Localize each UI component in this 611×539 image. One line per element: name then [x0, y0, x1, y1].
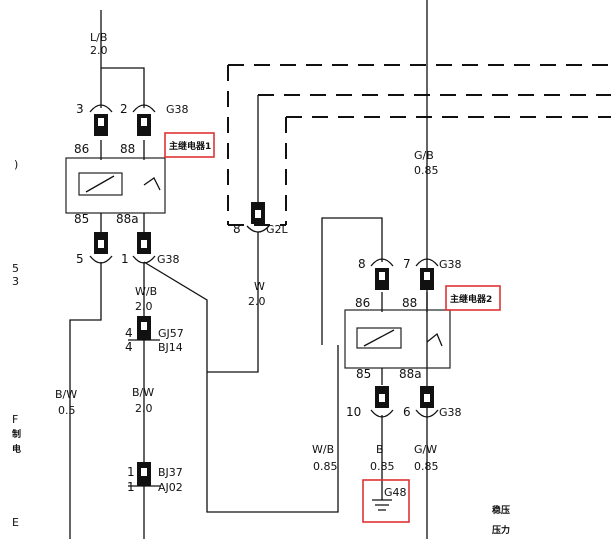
label-bw1: B/W [55, 388, 77, 401]
pin-8-r2: 8 [358, 257, 366, 271]
label-wb2-size: 0.85 [313, 460, 338, 473]
relay1-box [65, 157, 166, 214]
label-b-size: 0.85 [370, 460, 395, 473]
pin-88-r2: 88 [402, 296, 417, 310]
connector-aj02: AJ02 [158, 481, 183, 494]
wire-pin1-cross [143, 261, 339, 513]
terminal-7-r2 [415, 258, 439, 290]
label-lb: L/B [90, 31, 107, 44]
label-lb-size: 2.0 [90, 44, 108, 57]
pin-88a-r1: 88a [116, 212, 139, 226]
terminal-8-r2 [370, 258, 394, 290]
pin-5: 5 [76, 252, 84, 266]
pin-88-r1: 88 [120, 142, 135, 156]
connector-g38-top: G38 [166, 103, 189, 116]
connector-g38-r2: G38 [439, 406, 462, 419]
relay1-label: 主继电器1 [169, 140, 211, 152]
pin-1a: 1 [127, 465, 135, 479]
label-wb2: W/B [312, 443, 334, 456]
wire-pin5-down [69, 262, 102, 539]
relay2-highlight [445, 285, 501, 311]
bottom-text-1: 稳压 [492, 504, 510, 516]
pin-7-r2: 7 [403, 257, 411, 271]
edge-text-6: 电 [12, 443, 21, 455]
label-gw-size: 0.85 [414, 460, 439, 473]
edge-text-7: E [12, 516, 19, 529]
connector-g2l: G2L [266, 223, 289, 236]
pin-88a-r2: 88a [399, 367, 422, 381]
relay2-coil-diag [363, 329, 395, 347]
pin-2: 2 [120, 102, 128, 116]
relay1-switch [143, 177, 161, 191]
terminal-10-r2 [370, 386, 394, 418]
terminal-6-r2 [415, 386, 439, 418]
pin-85-r2: 85 [356, 367, 371, 381]
label-b: B [376, 443, 384, 456]
dashed-harness [227, 64, 611, 226]
wire-lb [100, 10, 145, 108]
pin-86-r1: 86 [74, 142, 89, 156]
relay1-coil-diag [85, 175, 115, 193]
connector-g38-mid: G38 [157, 253, 180, 266]
pin-8-g2l: 8 [233, 222, 241, 236]
relay1-coil [78, 172, 123, 196]
terminal-bj37 [128, 462, 160, 487]
relay2-coil [356, 327, 402, 349]
pin-3: 3 [76, 102, 84, 116]
label-wb1-size: 2.0 [135, 300, 153, 313]
pin-1: 1 [121, 252, 129, 266]
bottom-text-2: 压力 [492, 524, 510, 536]
pin-4a: 4 [125, 326, 133, 340]
terminal-2 [132, 104, 156, 136]
label-gb-size: 0.85 [414, 164, 439, 177]
label-wb1: W/B [135, 285, 157, 298]
pin-86-r2: 86 [355, 296, 370, 310]
connector-bj37: BJ37 [158, 466, 183, 479]
pin-10-r2: 10 [346, 405, 361, 419]
relay2-label: 主继电器2 [450, 293, 492, 305]
ground-icon [372, 485, 392, 511]
wire-wb2 [321, 217, 383, 345]
wire-relay2-top [381, 292, 428, 312]
edge-text-4: F [12, 413, 18, 426]
pin-6-r2: 6 [403, 405, 411, 419]
label-w: W [254, 280, 265, 293]
connector-bj14: BJ14 [158, 341, 183, 354]
label-w-size: 2.0 [248, 295, 266, 308]
relay1-highlight [164, 132, 215, 158]
label-bw1-size: 0.5 [58, 404, 76, 417]
edge-text-1: ) [14, 158, 18, 171]
relay2-box [344, 309, 451, 369]
terminal-1 [132, 232, 156, 264]
edge-text-2: 5 [12, 262, 19, 275]
edge-text-5: 制 [12, 428, 21, 440]
label-bw2-size: 2.0 [135, 402, 153, 415]
connector-gj57: GJ57 [158, 327, 184, 340]
terminal-5 [89, 232, 113, 264]
wire-relay1-top [100, 140, 145, 160]
label-bw2: B/W [132, 386, 154, 399]
pin-4b: 4 [125, 340, 133, 354]
g48-highlight [362, 479, 410, 523]
connector-g48: G48 [384, 486, 407, 499]
relay2-switch [426, 332, 443, 347]
terminal-gj57 [128, 316, 160, 341]
label-gb: G/B [414, 149, 434, 162]
wire-relay1-bottom [100, 213, 145, 232]
pin-85-r1: 85 [74, 212, 89, 226]
label-gw: G/W [414, 443, 437, 456]
connector-g38-r1: G38 [439, 258, 462, 271]
terminal-3 [89, 104, 113, 136]
wire-w [207, 95, 259, 373]
terminal-8-g2l [246, 202, 270, 233]
edge-text-3: 3 [12, 275, 19, 288]
pin-1b: 1 [127, 480, 135, 494]
